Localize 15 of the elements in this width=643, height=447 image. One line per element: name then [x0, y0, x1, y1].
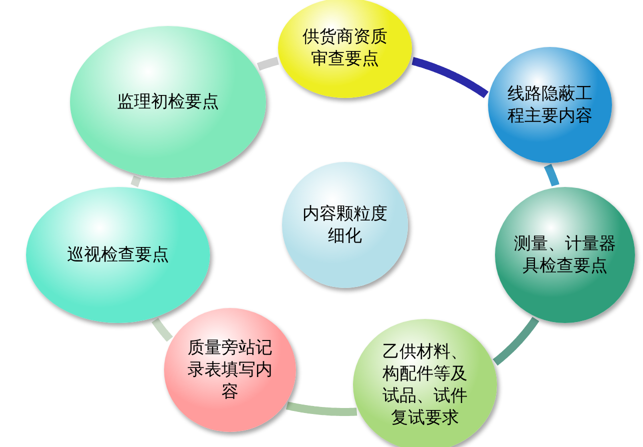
circle-node: 供货商资质审查要点: [278, 0, 412, 98]
circle-node: 内容颗粒度细化: [282, 162, 408, 288]
ring-connector: [492, 316, 540, 366]
circle-node: 监理初检要点: [70, 26, 266, 178]
ring-connector: [130, 174, 142, 189]
circle-node: 乙供材料、构配件等及试品、试件复试要求: [353, 319, 497, 447]
circle-node: 测量、计量器具检查要点: [495, 187, 635, 323]
circle-node: 线路隐蔽工程主要内容: [488, 47, 612, 163]
ring-connector: [255, 56, 282, 71]
ring-connector: [410, 57, 490, 98]
circle-node: 质量旁站记录表填写内容: [164, 308, 296, 432]
circle-node: 巡视检查要点: [26, 187, 210, 323]
ring-connector: [151, 316, 174, 343]
ring-connector: [284, 402, 360, 416]
ring-connector: [544, 162, 560, 189]
